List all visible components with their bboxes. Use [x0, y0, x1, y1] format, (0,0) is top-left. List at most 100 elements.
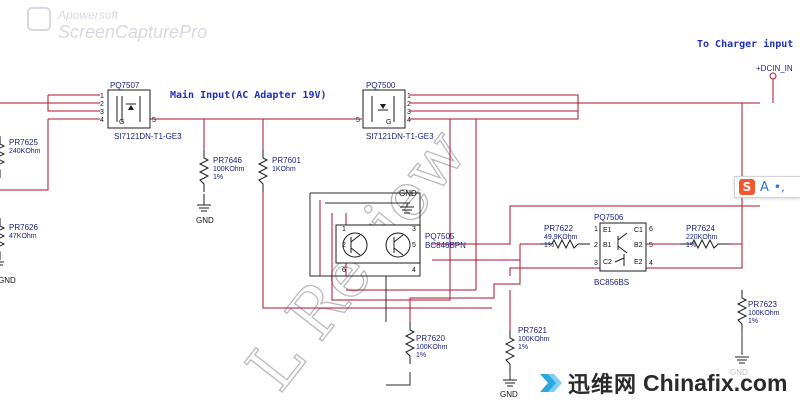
svg-text:5: 5 — [152, 117, 156, 124]
sogou-logo-icon[interactable]: S — [739, 179, 755, 195]
resistor-ref: PR7623 — [748, 300, 777, 309]
svg-text:1: 1 — [407, 93, 411, 100]
pq7507-part: SI7121DN-T1-GE3 — [114, 132, 182, 141]
gnd-pr7621: GND — [500, 379, 518, 399]
resistor-body — [257, 150, 269, 192]
resistor-ref: PR7621 — [518, 326, 547, 335]
dcin-connector — [769, 72, 777, 80]
svg-text:C1: C1 — [634, 227, 643, 234]
resistor-value: 240KOhm — [9, 148, 41, 155]
dcin-net-label: +DCIN_IN — [756, 64, 793, 73]
pq7505-part: BC846BPN — [425, 241, 466, 250]
svg-text:B1: B1 — [603, 242, 612, 249]
resistor-ref: PR7625 — [9, 138, 38, 147]
resistor-tolerance: 1% — [748, 318, 758, 325]
mosfet-pq7500: PQ7500 1 2 3 4 5 G SI7121DN-T1-GE3 — [356, 81, 434, 141]
svg-text:GND: GND — [196, 216, 214, 225]
resistor-value: 100KOhm — [748, 310, 780, 317]
resistor-value: 220KOhm — [686, 234, 718, 241]
resistor-ref: PR7646 — [213, 156, 242, 165]
pq7505-ref: PQ7505 — [425, 232, 455, 241]
resistor-layer: PR7625240KOhmPR762647KOhmPR7646100KOhm1%… — [0, 136, 780, 372]
transistor-pq7505: 1 2 6 3 5 4 PQ7505 BC846BPN — [335, 224, 466, 274]
pq7500-part: SI7121DN-T1-GE3 — [366, 132, 434, 141]
svg-text:5: 5 — [649, 242, 653, 249]
resistor-value: 49.9KOhm — [544, 234, 578, 241]
svg-text:2: 2 — [407, 101, 411, 108]
transistor-pq7506: PQ7506 1 2 3 6 5 4 E1 B1 C2 C1 B2 E2 BC8… — [594, 213, 653, 287]
resistor-ref: PR7626 — [9, 223, 38, 232]
resistor-ref: PR7601 — [272, 156, 301, 165]
svg-text:5: 5 — [412, 242, 416, 249]
svg-text:3: 3 — [100, 109, 104, 116]
apowersoft-watermark: Apowersoft ScreenCapturePro — [27, 7, 207, 42]
apowersoft-logo — [27, 7, 51, 31]
chinafix-logo-icon — [538, 370, 564, 396]
svg-text:1: 1 — [594, 226, 598, 233]
resistor-body — [504, 330, 516, 372]
svg-text:GND: GND — [500, 390, 518, 399]
resistor-ref: PR7622 — [544, 224, 573, 233]
svg-text:G: G — [119, 119, 124, 126]
svg-text:2: 2 — [342, 242, 346, 249]
resistor-tolerance: 1% — [544, 242, 554, 249]
gnd-pr7626: GND — [0, 261, 16, 285]
resistor-tolerance: 1% — [213, 174, 223, 181]
chinafix-watermark: 迅维网 Chinafix.com — [528, 364, 800, 402]
mosfet-pq7507: PQ7507 1 2 3 4 5 G SI7121DN-T1-GE3 — [100, 81, 182, 141]
resistor-value: 100KOhm — [213, 166, 245, 173]
svg-text:1: 1 — [100, 93, 104, 100]
pq7500-ref: PQ7500 — [366, 81, 396, 90]
resistor-value: 1KOhm — [272, 166, 296, 173]
svg-text:E1: E1 — [603, 227, 612, 234]
svg-text:B2: B2 — [634, 242, 643, 249]
resistor-body — [540, 238, 590, 250]
resistor-body — [404, 322, 416, 364]
ime-mode-toggle[interactable]: A — [760, 179, 769, 195]
resistor-body — [680, 238, 730, 250]
pq7506-ref: PQ7506 — [594, 213, 624, 222]
ime-toolbar[interactable]: S A •, — [734, 176, 800, 198]
resistor-tolerance: 1% — [518, 344, 528, 351]
main-input-title: Main Input(AC Adapter 19V) — [170, 89, 327, 101]
resistor-body — [0, 136, 6, 178]
resistor-body — [0, 218, 6, 260]
ime-punctuation-toggle[interactable]: •, — [773, 180, 785, 194]
watermark-line2: ScreenCapturePro — [58, 22, 207, 42]
svg-text:E2: E2 — [634, 259, 643, 266]
resistor-body — [198, 150, 210, 192]
svg-text:2: 2 — [594, 242, 598, 249]
watermark-line1: Apowersoft — [57, 8, 119, 22]
resistor-body — [736, 290, 748, 332]
svg-text:GND: GND — [0, 276, 16, 285]
chinafix-cn-name: 迅维网 — [568, 373, 638, 398]
svg-text:3: 3 — [594, 260, 598, 267]
svg-text:6: 6 — [342, 267, 346, 274]
gnd-pr7646: GND — [196, 194, 214, 225]
svg-text:3: 3 — [412, 226, 416, 233]
gnd-pq7505: GND — [399, 189, 417, 214]
wires-dark — [309, 192, 743, 386]
svg-text:5: 5 — [356, 117, 360, 124]
svg-text:6: 6 — [649, 226, 653, 233]
chinafix-en-name: Chinafix.com — [643, 369, 788, 396]
svg-text:2: 2 — [100, 101, 104, 108]
svg-text:C2: C2 — [603, 259, 612, 266]
svg-text:4: 4 — [412, 267, 416, 274]
resistor-ref: PR7620 — [416, 334, 445, 343]
svg-text:GND: GND — [399, 189, 417, 198]
resistor-value: 47KOhm — [9, 233, 37, 240]
svg-text:3: 3 — [407, 109, 411, 116]
resistor-tolerance: 1% — [416, 352, 426, 359]
resistor-ref: PR7624 — [686, 224, 715, 233]
resistor-value: 100KOhm — [416, 344, 448, 351]
